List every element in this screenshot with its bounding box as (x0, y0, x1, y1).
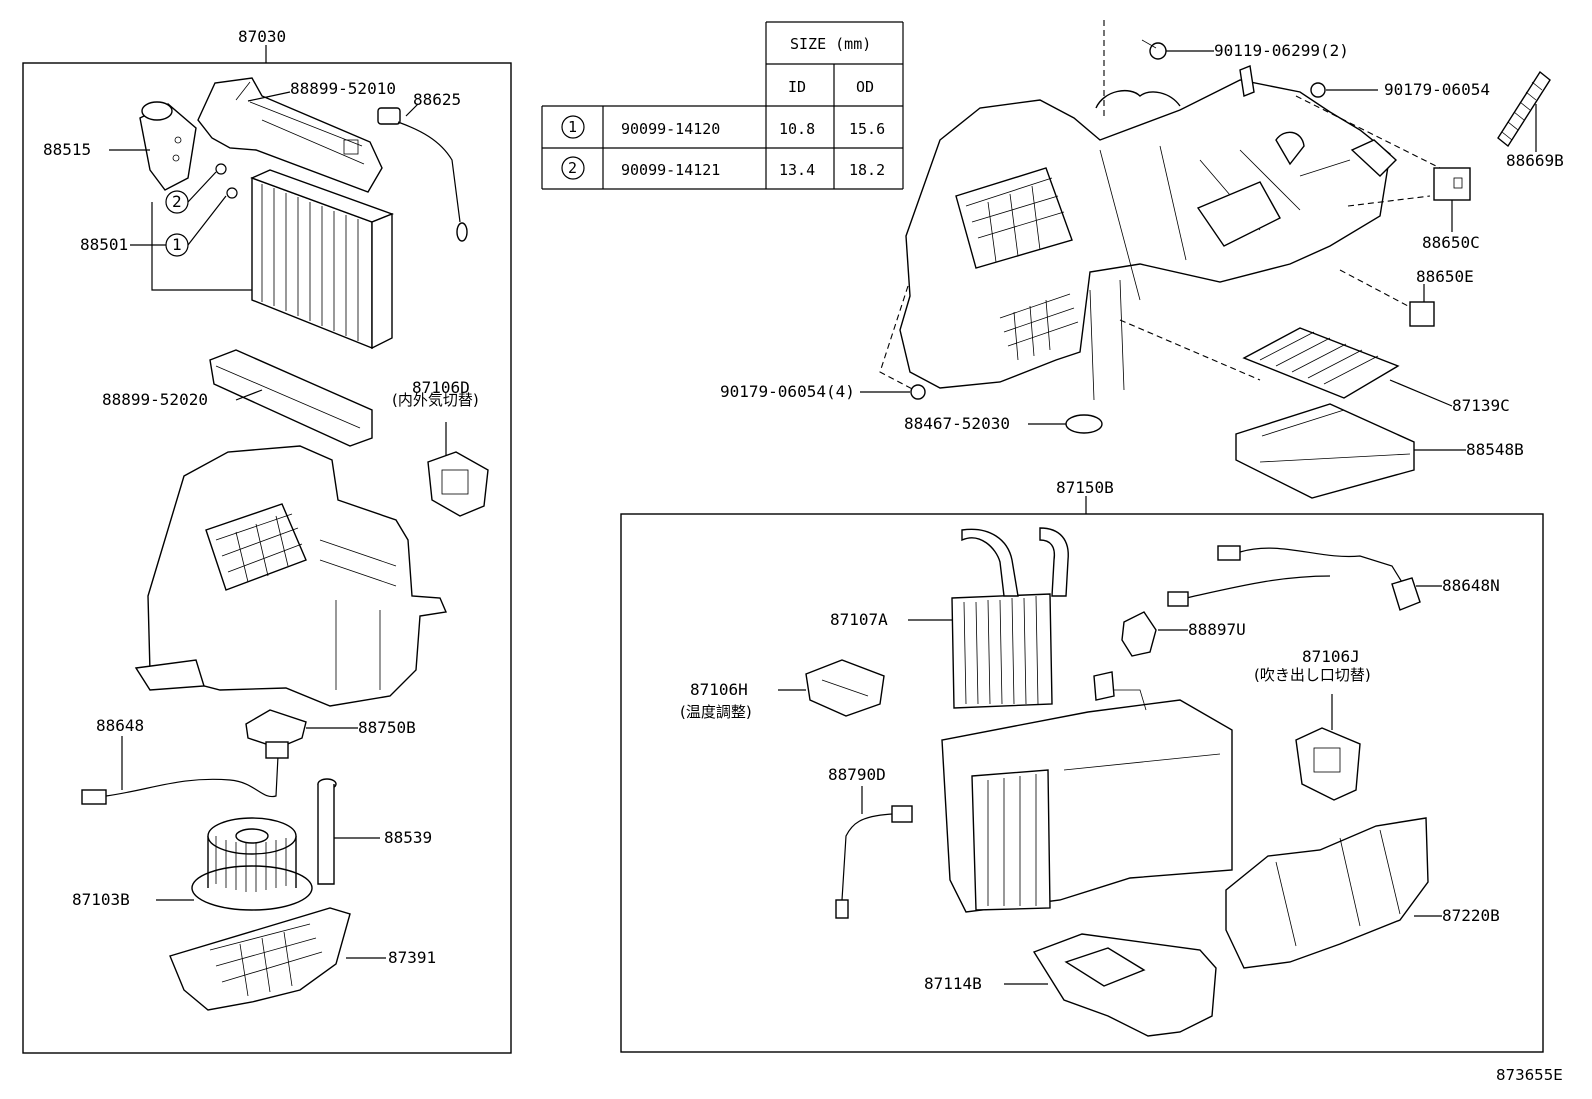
label-88790D: 88790D (828, 765, 886, 784)
table-row2-mark: 2 (568, 159, 577, 177)
part-88648-wire-harness (81, 741, 289, 805)
table-header-od: OD (856, 78, 874, 96)
part-88899-52010-case-cover (197, 77, 383, 193)
group-label-87030: 87030 (238, 27, 286, 46)
part-87106D-servo-motor (427, 451, 489, 517)
part-88899-52020-lower-cover (209, 349, 373, 447)
mark-o-ring-2: 2 (172, 192, 182, 211)
part-87103B-blower-motor (191, 817, 313, 911)
right-group-frame (620, 513, 1544, 1053)
label-88897U: 88897U (1188, 620, 1246, 639)
part-87106J-servo-motor (1295, 727, 1361, 801)
table-row2-od: 18.2 (849, 161, 885, 179)
table-row1-part: 90099-14120 (621, 120, 720, 138)
part-88467-52030-grommet (1065, 414, 1103, 434)
part-88625-thermistor (377, 107, 468, 242)
table-row2-part: 90099-14121 (621, 161, 720, 179)
part-87391-blower-lower-case (169, 907, 351, 1011)
table-row1-mark: 1 (568, 118, 577, 136)
label-87106J: 87106J (1302, 647, 1360, 666)
part-88790D-wire-harness (835, 805, 913, 919)
table-header-size: SIZE (mm) (790, 35, 871, 53)
part-90119-06299-screw (1141, 39, 1167, 60)
table-row1-id: 10.8 (779, 120, 815, 138)
hose-size-table: SIZE (mm) ID OD 1 90099-14120 10.8 15.6 … (541, 21, 904, 190)
table-row2-id: 13.4 (779, 161, 815, 179)
left-group-frame (22, 62, 512, 1054)
label-87106D: 87106D (412, 378, 470, 397)
label-90179-06054-x4: 90179-06054(4) (720, 382, 855, 401)
part-90179-06054-nut (1310, 82, 1326, 98)
part-87114B-duct (1032, 933, 1217, 1037)
part-90179-06054-nut-x4 (910, 384, 926, 400)
label-88648N: 88648N (1442, 576, 1500, 595)
label-87139C: 87139C (1452, 396, 1510, 415)
label-90179-06054: 90179-06054 (1384, 80, 1490, 99)
label-87106H: 87106H (690, 680, 748, 699)
part-88750B-blower-resistor (245, 709, 307, 749)
table-row1-od: 15.6 (849, 120, 885, 138)
figure-code: 873655E (1496, 1066, 1563, 1084)
label-87103B: 87103B (72, 890, 130, 909)
part-heater-case (941, 671, 1233, 913)
part-87220B-duct (1225, 817, 1429, 969)
label-88899-52010: 88899-52010 (290, 79, 396, 98)
part-87106H-servo-motor (805, 659, 885, 717)
part-88501-evaporator (250, 169, 394, 350)
part-blower-case (134, 445, 447, 707)
label-87114B: 87114B (924, 974, 982, 993)
label-88750B: 88750B (358, 718, 416, 737)
label-88650E: 88650E (1416, 267, 1474, 286)
note-87106H: (温度調整) (680, 703, 752, 721)
part-88650C-relay (1433, 167, 1471, 201)
label-88501: 88501 (80, 235, 128, 254)
label-88650C: 88650C (1422, 233, 1480, 252)
label-88625: 88625 (413, 90, 461, 109)
mark-o-ring-1: 1 (172, 235, 182, 254)
part-87107A-heater-core (951, 527, 1069, 709)
part-88669B-drain-hose (1497, 70, 1551, 148)
part-88515-expansion-valve (139, 101, 197, 191)
label-88515: 88515 (43, 140, 91, 159)
label-88899-52020: 88899-52020 (102, 390, 208, 409)
part-88539-aspirator-hose (317, 778, 337, 885)
part-88648N-wire-harness (1167, 545, 1421, 611)
part-87139C-cabin-filter (1242, 327, 1400, 399)
part-88897U-sensor (1121, 611, 1157, 657)
label-87391: 87391 (388, 948, 436, 967)
label-87220B: 87220B (1442, 906, 1500, 925)
part-main-ac-unit-assembly (899, 65, 1398, 401)
label-88539: 88539 (384, 828, 432, 847)
part-88548B-filter-case (1235, 403, 1415, 499)
label-88648: 88648 (96, 716, 144, 735)
part-88650E-relay (1409, 301, 1435, 327)
group-label-87150B: 87150B (1056, 478, 1114, 497)
label-88669B: 88669B (1506, 151, 1564, 170)
label-88467-52030: 88467-52030 (904, 414, 1010, 433)
label-87107A: 87107A (830, 610, 888, 629)
note-87106D: (内外気切替) (392, 391, 479, 409)
note-87106J: (吹き出し口切替) (1254, 666, 1371, 684)
table-header-id: ID (788, 78, 806, 96)
label-88548B: 88548B (1466, 440, 1524, 459)
label-90119-06299: 90119-06299(2) (1214, 41, 1349, 60)
